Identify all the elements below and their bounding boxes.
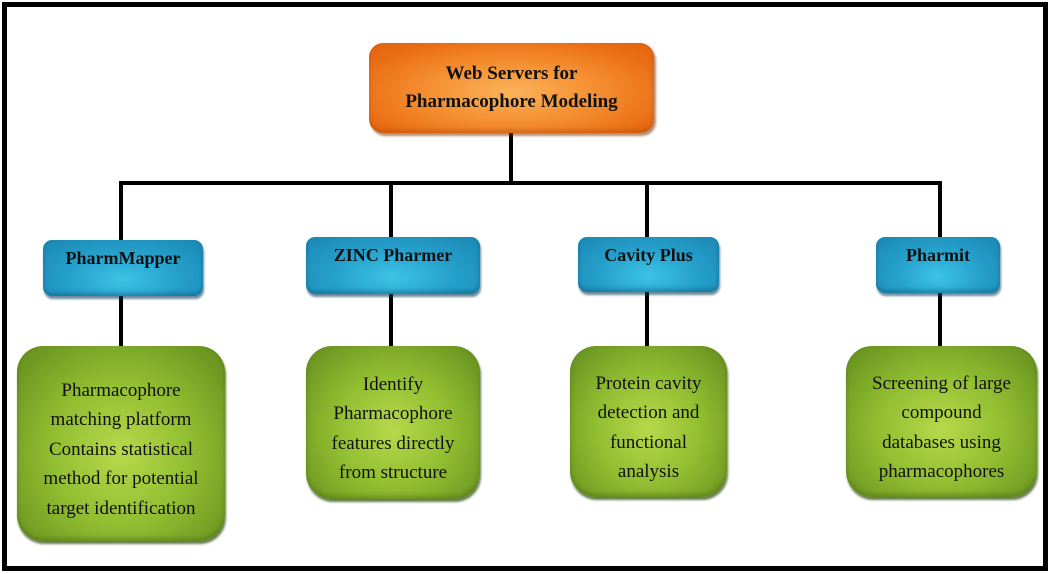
description-node-pharmit: Screening of large compound databases us…: [846, 346, 1037, 497]
server-label: ZINC Pharmer: [333, 245, 453, 265]
description-line: Pharmacophore: [333, 403, 453, 424]
server-node-pharmit: Pharmit: [876, 237, 1000, 293]
description-line: Identify: [362, 373, 424, 395]
description-line: Screening of large: [872, 372, 1011, 394]
description-line: target identification: [46, 497, 196, 519]
connector-cavityplus-top: [645, 181, 649, 238]
description-node-zincpharmer: Identify Pharmacophore features directly…: [306, 346, 480, 499]
description-line: pharmacophores: [878, 461, 1005, 482]
server-label: Pharmit: [906, 245, 970, 265]
description-line: Contains statistical: [48, 438, 194, 460]
description-line: matching platform: [50, 409, 192, 431]
description-line: detection and: [597, 402, 700, 423]
root-node: Web Servers for Pharmacophore Modeling: [369, 43, 654, 133]
description-line: functional: [609, 431, 688, 453]
connector-zincpharmer-top: [389, 181, 393, 238]
connector-horizontal-bus: [119, 181, 942, 185]
server-label: Cavity Plus: [604, 245, 693, 265]
description-line: compound: [901, 402, 982, 423]
connector-cavityplus-bottom: [645, 290, 649, 347]
server-node-zincpharmer: ZINC Pharmer: [306, 237, 480, 294]
description-line: databases using: [882, 431, 1001, 453]
description-line: Pharmacophore: [61, 379, 181, 401]
description-line: Protein cavity: [595, 372, 702, 394]
root-title-line-1: Web Servers for: [445, 63, 578, 84]
description-node-cavityplus: Protein cavity detection and functional …: [570, 346, 727, 497]
connector-pharmit-top: [938, 181, 942, 238]
connector-pharmmapper-top: [119, 181, 123, 241]
root-title-line-2: Pharmacophore Modeling: [405, 91, 618, 112]
server-label: PharmMapper: [65, 248, 181, 268]
description-node-pharmmapper: Pharmacophore matching platform Contains…: [17, 346, 225, 541]
description-line: method for potential: [43, 468, 199, 490]
description-line: from structure: [338, 462, 448, 483]
connector-zincpharmer-bottom: [389, 292, 393, 347]
server-node-cavityplus: Cavity Plus: [578, 237, 719, 292]
connector-root-vertical: [509, 133, 513, 184]
description-line: features directly: [331, 432, 455, 454]
connector-pharmmapper-bottom: [119, 294, 123, 347]
description-line: analysis: [617, 461, 680, 482]
connector-pharmit-bottom: [938, 291, 942, 347]
server-node-pharmmapper: PharmMapper: [43, 240, 203, 296]
